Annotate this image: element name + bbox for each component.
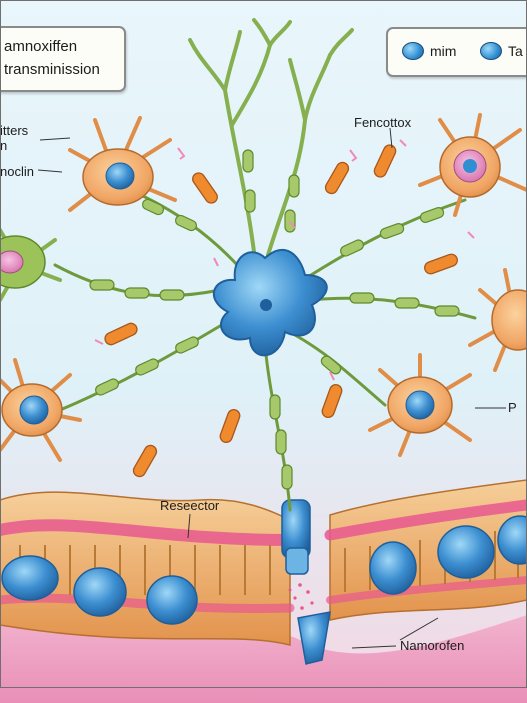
astrocyte-far-right: [468, 268, 527, 372]
label-transmitters-line2: n: [0, 138, 8, 153]
legend-blue-dot-1: [402, 42, 424, 60]
label-namorofen: Namorofen: [400, 638, 465, 653]
label-fencottox: Fencottox: [354, 115, 412, 130]
legend-item-1-label: mim: [430, 43, 457, 59]
label-receptor: Reseector: [160, 498, 220, 513]
glial-cell-left: [0, 228, 62, 302]
central-neuron-nucleus: [260, 299, 272, 311]
myelin-sheaths: [89, 149, 460, 490]
receptor-proteins: [1, 515, 527, 625]
title-box: amnoxiffen transminission: [0, 26, 126, 92]
dendrites: [188, 18, 354, 262]
legend-box: mim Ta: [386, 27, 527, 77]
astrocyte-right-middle: [368, 353, 472, 457]
label-noclin: noclin: [0, 164, 34, 179]
astrocyte-top-right: [418, 113, 527, 217]
title-line-1: amnoxiffen: [4, 38, 78, 55]
signal-sparks: [94, 139, 475, 381]
label-pathway: P: [508, 400, 517, 415]
legend-item-2-label: Ta: [508, 43, 523, 59]
astrocyte-left-middle: [0, 358, 82, 462]
leader-lines: [37, 127, 506, 649]
membrane-right: [324, 479, 527, 621]
synaptic-channel: [281, 499, 331, 665]
vesicle-capsules: [104, 144, 458, 478]
legend-blue-dot-2: [480, 42, 502, 60]
central-neuron: [212, 248, 328, 357]
astrocyte-top-left: [68, 116, 177, 212]
title-line-2: transminission: [4, 61, 100, 78]
label-transmitters-line1: itters: [0, 123, 29, 138]
